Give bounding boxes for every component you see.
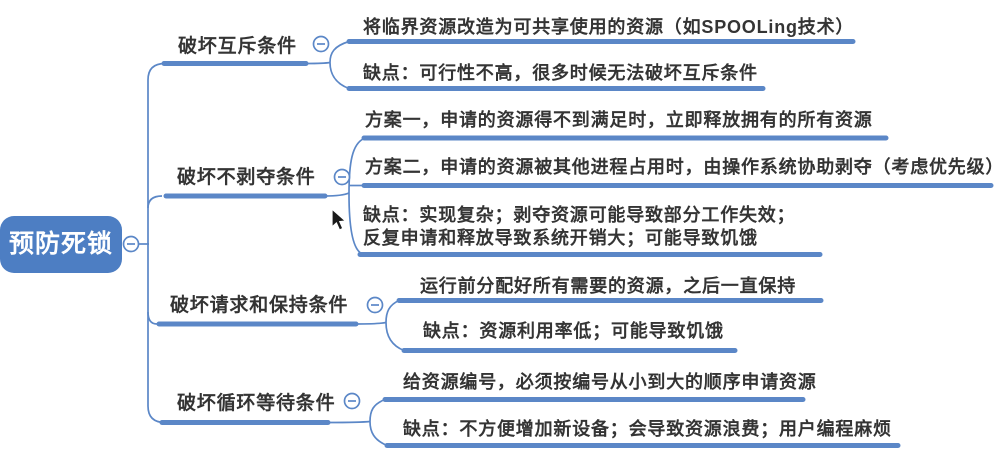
leaf-topic-3-1[interactable]: 运行前分配好所有需要的资源，之后一直保持	[420, 276, 796, 296]
branch-topic-request-hold[interactable]: 破坏请求和保持条件	[170, 295, 349, 316]
branch-topic-circular-wait[interactable]: 破坏循环等待条件	[177, 393, 336, 414]
branch1-bracket	[329, 40, 350, 90]
trunk-line	[147, 62, 166, 424]
leaf-topic-3-2[interactable]: 缺点：资源利用率低；可能导致饥饿	[423, 321, 724, 341]
leaf-topic-2-2[interactable]: 方案二，申请的资源被其他进程占用时，由操作系统协助剥夺（考虑优先级）	[365, 157, 995, 177]
branch3-bracket	[385, 299, 405, 352]
leaf-topic-4-1[interactable]: 给资源编号，必须按编号从小到大的顺序申请资源	[403, 372, 817, 392]
branch-topic-mutual-exclusion[interactable]: 破坏互斥条件	[178, 36, 297, 57]
root-topic[interactable]: 预防死锁	[0, 216, 122, 273]
branch4-collapse-button[interactable]	[343, 392, 361, 410]
branch2-collapse-button[interactable]	[333, 168, 351, 186]
leaf-topic-4-2[interactable]: 缺点：不方便增加新设备；会导致资源浪费；用户编程麻烦	[403, 419, 892, 439]
leaf-bracket-connectors	[305, 40, 405, 447]
branch3-elbow	[147, 311, 158, 325]
leaf-topic-2-3[interactable]: 缺点：实现复杂；剥夺资源可能导致部分工作失效； 反复申请和释放导致系统开销大；可…	[363, 205, 796, 248]
root-collapse-button[interactable]	[122, 235, 140, 253]
branch-topic-no-preemption[interactable]: 破坏不剥夺条件	[177, 167, 316, 188]
branch4-tail	[327, 420, 371, 424]
branch4-bracket	[369, 398, 388, 447]
leaf-underlines	[346, 39, 994, 448]
leaf-topic-1-2[interactable]: 缺点：可行性不高，很多时候无法破坏互斥条件	[363, 63, 758, 83]
trunk-connector	[139, 62, 166, 424]
branch2-tail	[324, 192, 350, 197]
branch2-bracket	[348, 137, 365, 254]
branch3-collapse-button[interactable]	[366, 296, 384, 314]
collapse-buttons	[122, 35, 384, 410]
branch-underlines	[156, 61, 359, 425]
leaf-topic-2-1[interactable]: 方案一，申请的资源得不到满足时，立即释放拥有的所有资源	[365, 110, 873, 130]
leaf-topic-1-1[interactable]: 将临界资源改造为可共享使用的资源（如SPOOLing技术）	[363, 17, 855, 37]
branch1-collapse-button[interactable]	[312, 35, 330, 53]
branch1-tail	[305, 61, 331, 65]
mouse-cursor-icon	[331, 207, 348, 231]
branch2-elbow	[147, 195, 163, 209]
branch3-tail	[355, 321, 387, 325]
